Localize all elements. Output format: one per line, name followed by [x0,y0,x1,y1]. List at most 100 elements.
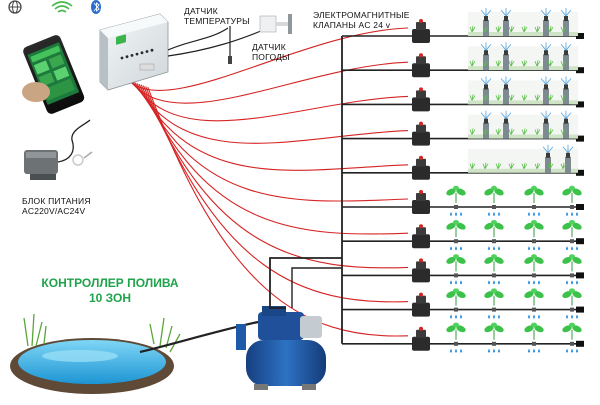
weather-sensor-label-line1: ДАТЧИК [252,42,286,52]
water-drop [528,280,530,285]
grass-tuft [495,128,502,135]
drip-emitter [532,239,536,244]
seedling-leaf [484,188,494,196]
zone-wire [134,82,409,144]
grass-tuft [469,94,476,101]
seedling-leaf [531,220,537,225]
drip-emitter [570,239,574,244]
seedling-leaf [494,222,504,230]
weather-sensor [167,14,292,57]
riser-pipe [269,257,342,309]
valve-column [412,19,430,351]
seedling-leaf [491,254,497,259]
grass-tuft [508,60,515,67]
zone-wire [136,82,409,171]
pipe-end-cap [576,340,584,347]
drip-emitter [492,307,496,312]
seedling-leaf [569,254,575,259]
pipe-end-cap [576,238,584,245]
water-drop [533,246,535,251]
sprinkler-head [503,54,509,71]
pipe-end-cap [576,204,584,210]
seedling-leaf [484,256,494,264]
seedling-leaf [446,188,456,196]
temp-sensor-label-line2: ТЕМПЕРАТУРЫ [184,16,250,26]
grass-tuft [534,25,541,33]
grass-tuft [534,128,541,135]
sprinkler-head [543,20,549,36]
seedling-leaf [562,188,572,196]
water-drop [488,280,490,285]
sprinkler-spray [540,110,552,119]
seedling-leaf [491,288,497,293]
valve-terminal [419,190,423,194]
sprinkler-nozzle [504,118,508,124]
grass-tuft [495,162,502,170]
sprinkler-nozzle [566,152,570,158]
water-drop [455,280,457,285]
water-drop [498,246,500,251]
grass-tuft [521,94,528,101]
water-drop [455,348,457,353]
seedling-leaf [453,322,459,327]
grass-tuft [547,94,554,101]
sprinkler-nozzle [484,16,488,21]
sprinkler-spray [480,110,492,119]
water-drop [571,280,573,285]
sprinkler-spray [500,110,512,119]
sprinkler-head [563,20,569,36]
seedling-leaf [572,188,582,196]
pipe-end-cap [576,169,584,176]
drip-emitter [492,341,496,346]
riser-pipe-2 [291,267,342,308]
solenoid-coil [416,124,426,133]
grass-tuft [469,25,476,33]
water-drop [528,246,530,251]
seedling-leaf [531,185,537,191]
sprinkler-nozzle [546,152,550,158]
grass-tuft [469,60,476,67]
hand [22,82,50,102]
grass-tuft [508,162,515,170]
drip-emitter [532,341,536,346]
water-drop [455,314,457,319]
drip-emitter [454,239,458,244]
drip-emitter [454,341,458,346]
water-drop [460,314,462,319]
seedling-leaf [534,325,544,333]
sprinkler-spray [500,76,512,85]
zone-wire [138,83,409,202]
sprinkler-nozzle [544,84,548,90]
solenoid-valve [412,234,430,249]
seedling-leaf [484,325,494,333]
zone-wire [147,87,409,337]
drip-emitter [570,307,574,312]
water-drop [566,246,568,251]
water-drop [576,246,578,251]
sprinkler-nozzle [504,50,508,56]
water-drop [488,314,490,319]
controller-wires [127,27,409,337]
sprinkler-nozzle [484,50,488,56]
water-drop [528,212,530,216]
globe-icon [8,0,22,14]
sprinkler-head [565,156,571,173]
seedling-leaf [534,291,544,299]
sprinkler-head [563,122,569,139]
water-drop [538,314,540,319]
grass-tuft [547,25,554,33]
temperature-sensor [167,26,232,64]
smartphone [23,35,85,114]
zone-wire [145,86,409,303]
seedling-leaf [531,288,537,293]
water-drop [498,348,500,353]
temp-sensor-label-line1: ДАТЧИК [184,6,218,16]
sprinkler-spray [560,110,572,119]
water-drop [528,348,530,353]
solenoid-coil [416,329,426,338]
solenoid-coil [416,90,426,99]
sprinkler-nozzle [544,16,548,21]
water-drop [460,246,462,251]
water-drop [566,212,568,216]
